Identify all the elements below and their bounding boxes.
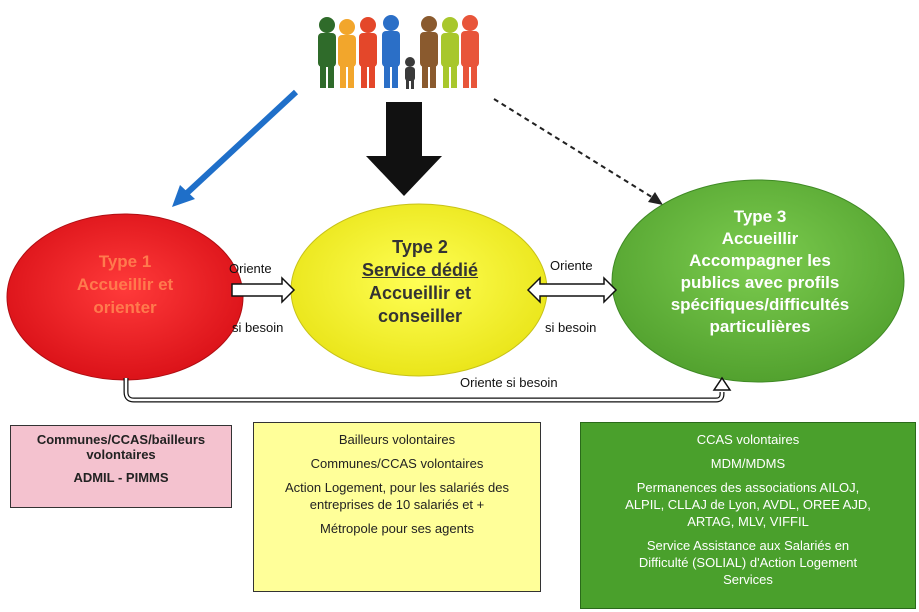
- type3-line: publics avec profils: [680, 273, 840, 292]
- box3-item: ARTAG, MLV, VIFFIL: [687, 514, 809, 529]
- type1-line2: orienter: [93, 298, 157, 317]
- oriente-label-2: Oriente: [550, 258, 593, 273]
- box3-item: Service Assistance aux Salariés en: [646, 538, 850, 553]
- type3-text: Type 3 Accueillir Accompagner les public…: [650, 206, 870, 338]
- arrow-to-type2: [366, 102, 442, 196]
- box2-item: Métropole pour ses agents: [320, 521, 474, 536]
- arrow-to-type3: [493, 98, 663, 205]
- box1-line: volontaires: [86, 447, 156, 462]
- type2-line2: conseiller: [377, 306, 463, 326]
- si-besoin-label-2: si besoin: [545, 320, 597, 335]
- type3-line: Accueillir: [721, 229, 799, 248]
- box3-item: Permanences des associations AILOJ,: [636, 480, 860, 495]
- orient-arrow-2: [526, 276, 618, 304]
- box3-item: Services: [723, 572, 773, 587]
- type2-subtitle: Service dédié: [361, 260, 479, 280]
- type2-partners-box: Bailleurs volontaires Communes/CCAS volo…: [253, 422, 541, 592]
- box3-item: Difficulté (SOLIAL) d'Action Logement: [638, 555, 858, 570]
- type3-ellipse: [611, 179, 905, 383]
- type3-line: spécifiques/difficultés: [670, 295, 850, 314]
- orient-arrow-bottom: [123, 376, 732, 403]
- orient-arrow-1: [231, 276, 296, 304]
- type1-text: Type 1 Accueillir et orienter: [40, 250, 210, 319]
- box1-line: Communes/CCAS/bailleurs: [36, 432, 206, 447]
- type2-text: Type 2 Service dédié Accueillir et conse…: [325, 236, 515, 328]
- box1-line: ADMIL - PIMMS: [73, 470, 169, 485]
- si-besoin-label-1: si besoin: [232, 320, 284, 335]
- box2-item: Bailleurs volontaires: [338, 432, 456, 447]
- type3-title: Type 3: [733, 207, 787, 226]
- type3-line: particulières: [709, 317, 811, 336]
- box2-item: Communes/CCAS volontaires: [310, 456, 484, 471]
- box3-item: CCAS volontaires: [696, 432, 800, 447]
- box2-item: Action Logement, pour les salariés des: [284, 480, 509, 495]
- type2-line1: Accueillir et: [368, 283, 472, 303]
- type2-title: Type 2: [392, 237, 448, 257]
- type1-line1: Accueillir et: [76, 275, 174, 294]
- box2-item: entreprises de 10 salariés et +: [309, 497, 485, 512]
- box3-item: ALPIL, CLLAJ de Lyon, AVDL, OREE AJD,: [625, 497, 871, 512]
- oriente-label-1: Oriente: [229, 261, 272, 276]
- oriente-si-besoin-label: Oriente si besoin: [460, 375, 558, 390]
- type1-title: Type 1: [98, 252, 152, 271]
- arrow-to-type1: [172, 89, 299, 207]
- people-group-icon: [318, 15, 479, 89]
- type3-partners-box: CCAS volontaires MDM/MDMS Permanences de…: [580, 422, 916, 609]
- type1-partners-box: Communes/CCAS/bailleurs volontaires ADMI…: [10, 425, 232, 508]
- type3-line: Accompagner les: [689, 251, 831, 270]
- box3-item: MDM/MDMS: [710, 456, 786, 471]
